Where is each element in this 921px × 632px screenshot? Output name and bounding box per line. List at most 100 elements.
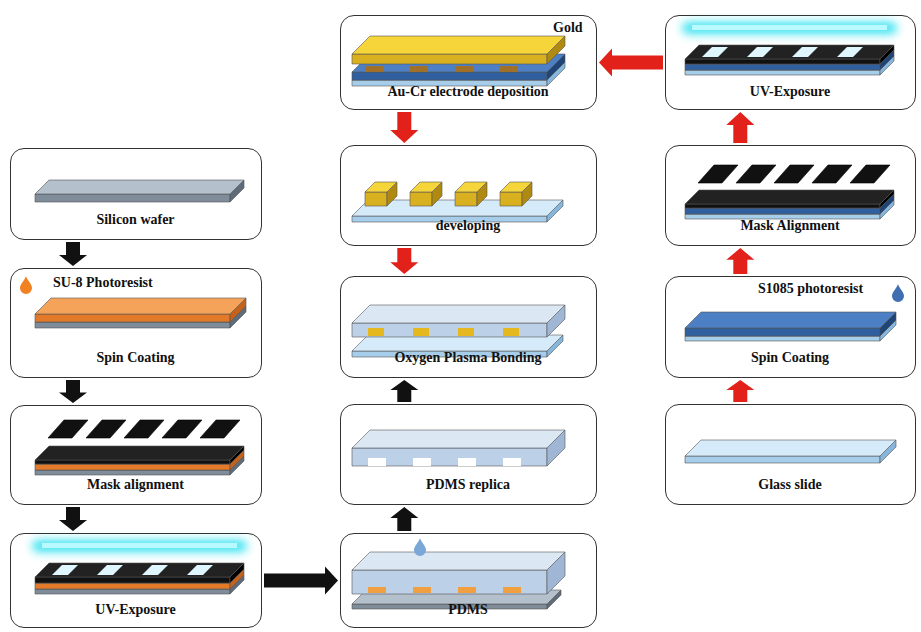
uv-exposure-box: UV-Exposure: [665, 15, 916, 110]
photomask: [685, 190, 894, 204]
resist-drop: [20, 276, 32, 294]
step-caption: Silicon wafer: [96, 212, 174, 228]
spin-coating-box: SU-8 PhotoresistSpin Coating: [10, 268, 262, 378]
pdms-replica: [352, 430, 565, 448]
step-caption: Spin Coating: [751, 350, 829, 366]
photomask: [685, 204, 880, 208]
material-label: Gold: [553, 20, 583, 36]
gold-layer: [352, 54, 547, 64]
pdms-cast: [352, 570, 547, 594]
flow-arrow: [390, 507, 418, 531]
pdms-replica: [352, 448, 547, 466]
flow-arrow: [264, 567, 338, 595]
pdms-channel: [413, 458, 431, 466]
channel-electrode: [413, 328, 429, 336]
step-caption: Au-Cr electrode deposition: [387, 84, 548, 100]
step-caption: UV-Exposure: [95, 602, 175, 618]
resist-drop: [892, 284, 904, 302]
photomask: [35, 460, 230, 464]
exposed-window: [792, 47, 818, 57]
mask-bar: [48, 420, 88, 438]
electrode-pattern: [455, 66, 473, 72]
pdms-channel: [458, 458, 476, 466]
step-caption: Mask alignment: [87, 477, 184, 493]
photomask: [35, 577, 230, 583]
mask-bar: [124, 420, 164, 438]
exposed-window: [702, 47, 728, 57]
flow-arrow: [59, 380, 87, 403]
photomask: [685, 45, 894, 59]
flow-arrow: [726, 248, 754, 274]
gold-electrode: [410, 182, 442, 192]
step-caption: Glass slide: [758, 477, 821, 493]
exposed-window: [747, 47, 773, 57]
pdms-block: [352, 305, 565, 323]
gold-layer: [352, 36, 565, 54]
pdms-box: PDMS: [340, 533, 597, 628]
material-label: S1085 photoresist: [758, 281, 863, 297]
flow-arrow: [59, 242, 87, 266]
flow-arrow: [390, 248, 418, 274]
photomask: [685, 59, 880, 64]
mask-bar: [86, 420, 126, 438]
pdms-channel: [503, 458, 521, 466]
silicon-wafer-box: Silicon wafer: [10, 148, 262, 240]
su8-feature: [368, 587, 386, 593]
mask-bar: [698, 165, 738, 183]
spin-coating-box: S1085 photoresistSpin Coating: [665, 276, 916, 378]
s1085-layer: [685, 328, 880, 336]
plasma-bonding-box: Oxygen Plasma Bonding: [340, 276, 597, 378]
glass-slide-box: Glass slide: [665, 404, 916, 505]
exposed-window: [837, 47, 863, 57]
photomask: [35, 446, 244, 460]
uv-exposure-box: UV-Exposure: [10, 533, 262, 628]
step-caption: PDMS: [448, 602, 488, 618]
mask-bar: [736, 165, 776, 183]
exposed-window: [187, 565, 213, 575]
s1085-layer: [352, 54, 565, 72]
mask-bar: [200, 420, 240, 438]
glass-slide: [685, 70, 880, 75]
mask-alignment-box: Mask Alignment: [665, 145, 916, 246]
uv-light: [692, 25, 887, 30]
material-label: SU-8 Photoresist: [53, 275, 153, 291]
step-caption: developing: [436, 218, 501, 234]
exposed-window: [52, 565, 78, 575]
gold-electrode: [455, 192, 477, 206]
flow-arrow: [726, 380, 754, 402]
gold-electrode: [455, 182, 487, 192]
step-caption: Mask Alignment: [740, 218, 839, 234]
mask-bar: [850, 165, 890, 183]
glass-slide: [685, 336, 880, 341]
pdms-channel: [368, 458, 386, 466]
step-caption: Spin Coating: [96, 350, 174, 366]
mask-bar: [812, 165, 852, 183]
electrode-pattern: [500, 66, 518, 72]
electrode-pattern: [365, 66, 383, 72]
glass-slide: [352, 335, 563, 351]
uv-light: [32, 540, 247, 552]
resist-drop: [414, 538, 426, 556]
glass-slide: [685, 456, 880, 463]
su8-layer: [35, 314, 230, 322]
flow-arrow: [726, 112, 754, 143]
mask-bar: [774, 165, 814, 183]
gold-electrode: [500, 182, 532, 192]
mask-alignment-box: Mask alignment: [10, 405, 262, 505]
photomask: [35, 563, 244, 577]
flow-arrow: [390, 380, 418, 402]
pdms-replica-box: PDMS replica: [340, 404, 597, 505]
pdms-cast: [352, 552, 565, 570]
exposed-window: [142, 565, 168, 575]
glass-slide: [685, 440, 896, 456]
gold-electrode: [365, 182, 397, 192]
s1085-layer: [685, 64, 880, 70]
gold-electrode: [410, 192, 432, 206]
flow-arrow: [59, 507, 87, 531]
pdms-block: [352, 323, 547, 337]
s1085-layer: [685, 208, 880, 214]
gold-electrode: [500, 192, 522, 206]
uv-light: [42, 543, 237, 548]
gold-electrode: [365, 192, 387, 206]
